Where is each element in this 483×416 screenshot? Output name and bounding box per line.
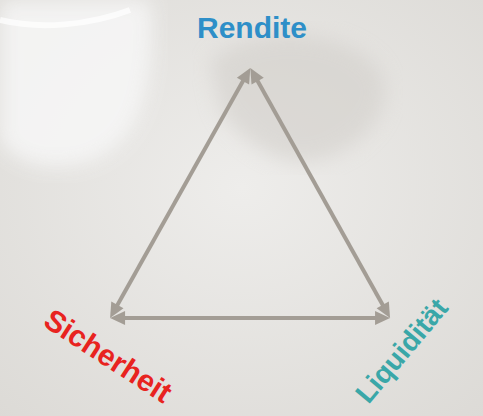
arrow-head	[375, 311, 390, 325]
arrow-line	[123, 316, 377, 320]
arrow-line	[257, 79, 384, 306]
arrow-line	[116, 79, 244, 306]
arrow-head	[237, 68, 250, 85]
left-label: Sicherheit	[0, 298, 215, 414]
arrow-head	[250, 68, 263, 85]
label-text: Liquidität	[349, 292, 454, 409]
double-arrow	[250, 68, 390, 318]
label-text: Sicherheit	[37, 302, 177, 410]
label-text: Rendite	[197, 11, 307, 45]
right-label: Liquidität	[322, 288, 481, 414]
double-arrow	[110, 311, 390, 325]
double-arrow	[110, 68, 250, 318]
arrow-head	[110, 311, 125, 325]
top-label: Rendite	[168, 2, 336, 54]
